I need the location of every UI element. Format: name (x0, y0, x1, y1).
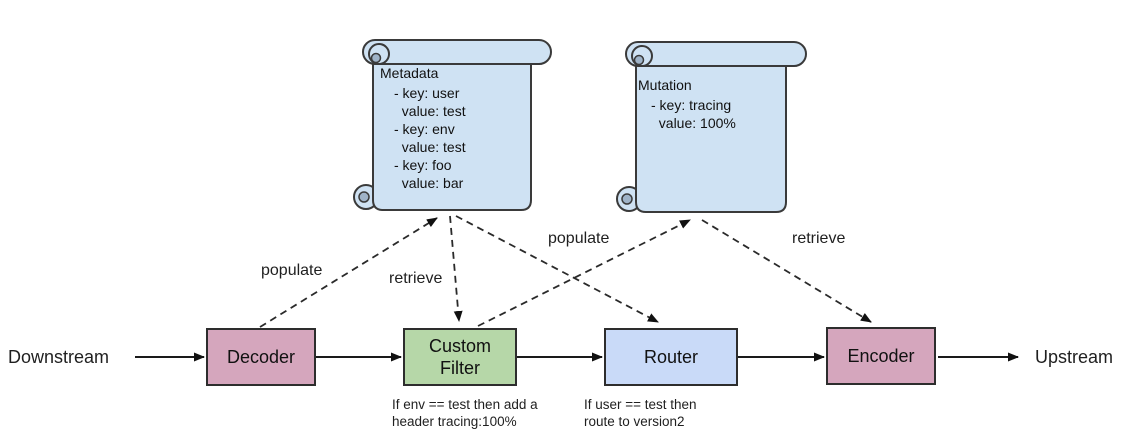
node-custom-filter-label: Custom Filter (428, 335, 491, 379)
mutation-scroll-roll (625, 41, 807, 67)
edge-label-retrieve-left: retrieve (389, 270, 443, 287)
downstream-label: Downstream (8, 347, 110, 367)
node-router: Router (604, 328, 738, 386)
edge-label-populate-right: populate (548, 230, 610, 247)
edge-retrieve-metadata-to-customfilter (449, 215, 463, 322)
edge-label-populate-left: populate (261, 262, 323, 279)
node-router-label: Router (643, 346, 699, 367)
custom-filter-note: If env == test then add a header tracing… (392, 397, 538, 429)
mutation-scroll-body-text: - key: tracing value: 100% (651, 97, 736, 131)
edge-metadata-to-router (455, 215, 659, 323)
edge-retrieve-mutation-to-encoder (701, 219, 872, 323)
node-decoder: Decoder (206, 328, 316, 386)
metadata-scroll-body (372, 51, 532, 211)
node-encoder-label: Encoder (847, 345, 915, 366)
metadata-scroll-shape (353, 39, 552, 211)
mutation-scroll-body (635, 53, 787, 213)
edge-populate-decoder-to-metadata (259, 217, 438, 328)
mutation-scroll-shape (616, 41, 807, 213)
edge-populate-customfilter-to-mutation (477, 219, 691, 327)
upstream-label: Upstream (1035, 347, 1114, 367)
metadata-scroll-roll (362, 39, 552, 65)
dashed-edges (259, 215, 872, 328)
router-note: If user == test then route to version2 (584, 397, 697, 429)
node-encoder: Encoder (826, 327, 936, 385)
edge-label-retrieve-right: retrieve (792, 230, 846, 247)
metadata-scroll-body-text: - key: user value: test - key: env value… (394, 85, 466, 191)
mutation-scroll-title: Mutation (638, 77, 692, 93)
metadata-scroll-title: Metadata (380, 65, 439, 81)
node-decoder-label: Decoder (226, 346, 296, 367)
node-custom-filter: Custom Filter (403, 328, 517, 386)
